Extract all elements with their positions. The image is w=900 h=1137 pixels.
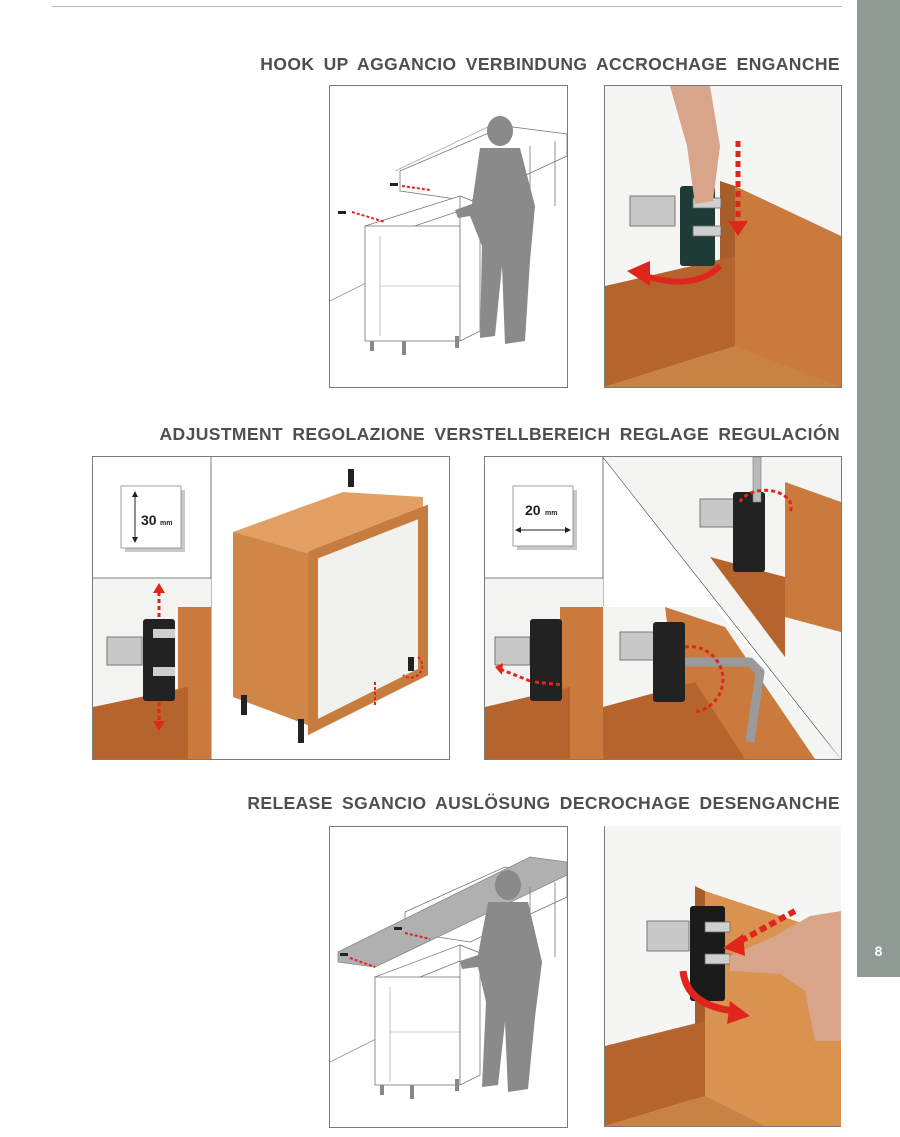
section-title-hookup: HOOK UP AGGANCIO VERBINDUNG ACCROCHAGE E… — [260, 54, 840, 74]
adjustment-horizontal-panel: 20 mm — [484, 456, 842, 760]
page-number: 8 — [874, 943, 883, 959]
release-illustration-cabinet — [329, 826, 568, 1128]
hookup-illustration-cabinet — [329, 85, 568, 388]
section-title-adjustment: ADJUSTMENT REGOLAZIONE VERSTELLBEREICH R… — [159, 424, 840, 444]
horizontal-range-value: 20 — [525, 502, 541, 518]
section-title-release: RELEASE SGANCIO AUSLÖSUNG DECROCHAGE DES… — [247, 793, 840, 813]
top-rule — [52, 6, 842, 7]
adjustment-vertical-panel: 30 mm — [92, 456, 450, 760]
side-tab — [857, 0, 900, 977]
horizontal-range-unit: mm — [545, 510, 557, 517]
hookup-illustration-hanger — [604, 85, 842, 388]
vertical-range-value: 30 — [141, 512, 157, 528]
vertical-range-unit: mm — [160, 520, 172, 527]
release-illustration-hanger — [604, 826, 841, 1127]
